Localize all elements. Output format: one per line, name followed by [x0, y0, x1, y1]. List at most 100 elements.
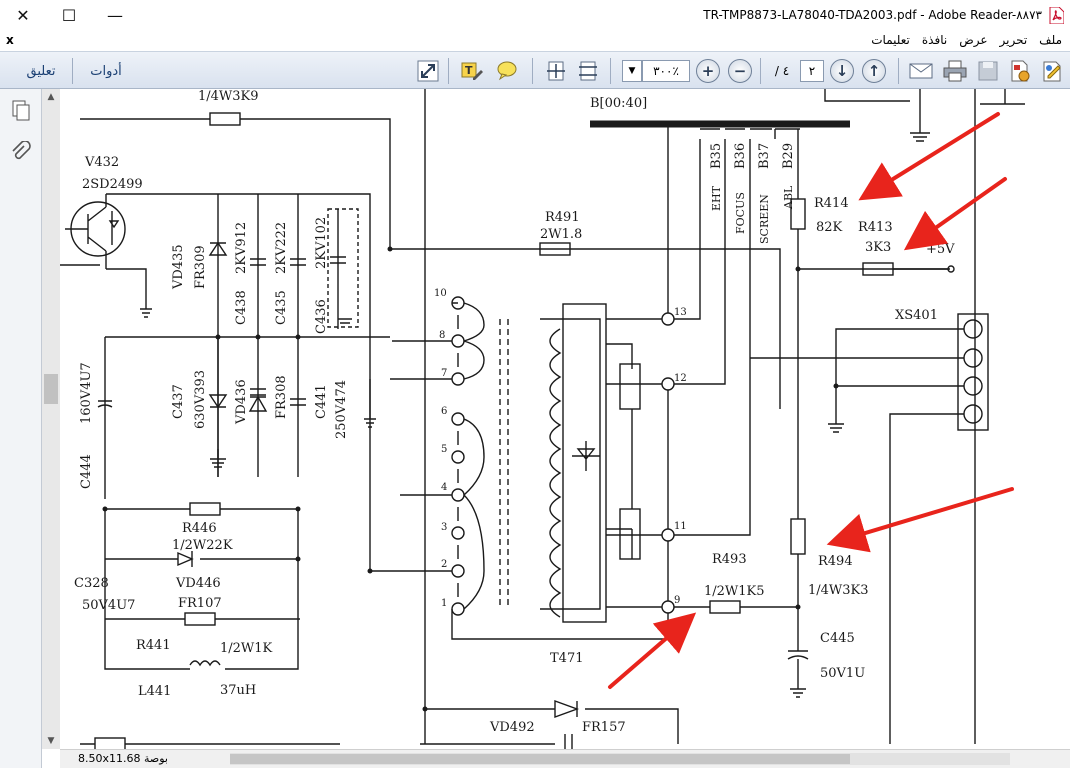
label-focus: FOCUS: [734, 192, 747, 234]
label-r494: R494: [818, 554, 853, 569]
label-c435-part: 2KV222: [274, 222, 289, 274]
arrow-r413: [903, 177, 1007, 251]
menu-view[interactable]: عرض: [959, 33, 988, 47]
typewriter-icon: T: [461, 62, 483, 80]
scroll-up-icon[interactable]: ▲: [47, 92, 55, 102]
tools-pane-button[interactable]: أدوات: [90, 63, 122, 79]
label-c438: C438: [234, 290, 249, 325]
menu-edit[interactable]: تحرير: [999, 33, 1028, 47]
document-settings-icon: [1011, 60, 1030, 82]
menu-file[interactable]: ملف: [1039, 33, 1062, 47]
page-size-label: 8.50x11.68 بوصة: [78, 752, 168, 765]
pages-icon[interactable]: [9, 99, 33, 123]
fit-page-button[interactable]: [542, 58, 570, 84]
arrow-up-icon: ↑: [862, 59, 886, 83]
label-v432-part: 2SD2499: [82, 177, 143, 192]
comment-pane-button[interactable]: تعليق: [26, 63, 56, 79]
zoom-out-button[interactable]: −: [727, 58, 753, 84]
label-c435: C435: [274, 290, 289, 325]
fit-page-icon: [547, 61, 565, 81]
label-r446-part: 1/2W22K: [172, 538, 233, 553]
label-v432: V432: [84, 155, 119, 170]
pin-11: 11: [674, 521, 687, 532]
label-fr157: FR157: [582, 720, 626, 735]
label-c328: C328: [74, 576, 109, 591]
label-r441-part: 1/2W1K: [220, 641, 273, 656]
label-vd435: VD435: [171, 244, 186, 290]
save-button[interactable]: [974, 58, 1002, 84]
label-c441-part: 250V474: [334, 380, 349, 439]
red-arrows: [608, 112, 1014, 689]
next-page-button[interactable]: ↓: [829, 58, 855, 84]
label-c441: C441: [314, 384, 329, 419]
scroll-down-icon[interactable]: ▼: [47, 736, 55, 746]
previous-page-button[interactable]: ↑: [861, 58, 887, 84]
label-r413: R413: [858, 220, 893, 235]
menu-help[interactable]: تعليمات: [871, 33, 910, 47]
pin-10: 10: [434, 288, 447, 299]
label-r446: R446: [182, 521, 217, 536]
label-t471: T471: [550, 651, 583, 666]
window-minimize-button[interactable]: —: [107, 6, 123, 25]
chevron-down-icon: ▼: [622, 60, 642, 82]
label-r414-part: 82K: [816, 220, 843, 235]
floppy-disk-icon: [978, 61, 998, 81]
fit-width-button[interactable]: [574, 58, 602, 84]
title-bar: ✕ ☐ — TR-TMP8873-LA78040-TDA2003.pdf - A…: [0, 0, 1070, 31]
close-document-button[interactable]: x: [6, 33, 14, 47]
fit-width-icon: [579, 61, 597, 81]
label-screen: SCREEN: [758, 194, 771, 244]
pin-8: 8: [439, 330, 445, 341]
label-c436: C436: [314, 299, 329, 334]
label-vd436: VD436: [234, 379, 249, 425]
sign-document-button[interactable]: [1038, 58, 1066, 84]
zoom-input[interactable]: ٣٠٠٪: [642, 60, 690, 82]
label-eht: EHT: [710, 185, 723, 211]
typewriter-button[interactable]: T: [458, 58, 486, 84]
page-number-input[interactable]: ٢: [800, 60, 824, 82]
label-r491: R491: [545, 210, 580, 225]
email-button[interactable]: [906, 58, 936, 84]
label-c445-part: 50V1U: [820, 666, 865, 681]
arrow-r494: [826, 487, 1014, 553]
svg-text:T: T: [465, 64, 473, 77]
label-l441: L441: [138, 684, 171, 699]
window-title: TR-TMP8873-LA78040-TDA2003.pdf - Adobe R…: [703, 8, 1042, 22]
sticky-note-button[interactable]: [492, 58, 522, 84]
zoom-in-button[interactable]: +: [695, 58, 721, 84]
label-b29: B29: [781, 143, 796, 169]
label-c438-part: 2KV912: [234, 222, 249, 274]
window-close-button[interactable]: ✕: [16, 6, 30, 25]
label-abl: ABL: [782, 185, 795, 210]
schematic-wires: [60, 89, 1025, 749]
pdf-icon: [1049, 7, 1064, 24]
pin-6: 6: [441, 406, 447, 417]
create-pdf-button[interactable]: [1006, 58, 1034, 84]
navigation-sidebar: [0, 89, 42, 768]
label-vd492: VD492: [489, 720, 535, 735]
horizontal-scrollbar[interactable]: [230, 753, 1010, 765]
document-viewport[interactable]: 1/4W3K9 B[00:40] V432 2SD2499 VD435 FR30…: [60, 89, 1070, 749]
label-r441: R441: [136, 638, 171, 653]
window-maximize-button[interactable]: ☐: [61, 6, 77, 25]
print-button[interactable]: [940, 58, 970, 84]
label-xs401: XS401: [895, 308, 938, 323]
paperclip-icon[interactable]: [9, 141, 33, 165]
pin-4: 4: [441, 482, 447, 493]
minus-icon: −: [728, 59, 752, 83]
vertical-scrollbar[interactable]: ▲ ▼: [42, 89, 60, 749]
menu-bar: x ملف تحرير عرض نافذة تعليمات: [0, 31, 1070, 51]
horizontal-scroll-thumb[interactable]: [230, 754, 850, 764]
label-c444: C444: [79, 454, 94, 489]
fullscreen-button[interactable]: [414, 58, 442, 84]
label-r414: R414: [814, 196, 849, 211]
pen-document-icon: [1043, 61, 1061, 82]
label-r491-part: 2W1.8: [540, 227, 582, 242]
menu-window[interactable]: نافذة: [921, 33, 948, 47]
zoom-dropdown[interactable]: ▼: [622, 58, 642, 84]
vertical-scroll-thumb[interactable]: [44, 374, 58, 404]
arrow-r414: [858, 112, 1000, 201]
printer-icon: [943, 60, 967, 82]
label-b36: B36: [733, 143, 748, 169]
label-c445: C445: [820, 631, 855, 646]
